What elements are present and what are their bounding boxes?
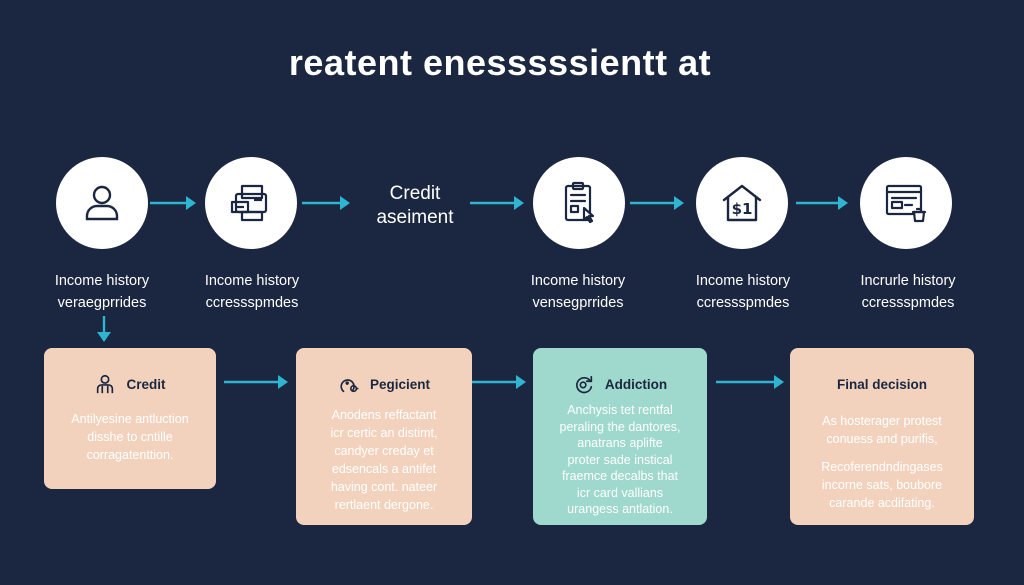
card-addiction-line-3: anatrans aplifte: [577, 436, 663, 450]
card-pegicient-line-5: having cont. nateer: [330, 480, 438, 494]
cycle-icon: [575, 375, 593, 394]
caption-step-2: Income history ccressspmdes: [172, 270, 332, 314]
card-addiction-line-1: Anchysis tet rentfal: [567, 403, 673, 417]
card-pegicient-line-6: rertlaent dergone.: [334, 498, 434, 512]
card-final-decision: Final decision As hosterager protest con…: [790, 348, 974, 525]
card-addiction-line-4: proter sade instical: [567, 452, 673, 467]
card-pegicient: Pegicient Anodens reffactant icr certic …: [296, 348, 472, 525]
step-form-circle: [860, 157, 952, 249]
card-credit-line-2: disshe to cntille: [87, 430, 173, 444]
card-final-decision-title: Final decision: [836, 376, 928, 392]
card-credit-body: Antilyesine antluction disshe to cntille…: [62, 410, 198, 464]
credit-assessment-line-2: aseiment: [376, 207, 454, 228]
credit-assessment-node: Credit aseiment: [355, 182, 475, 230]
card-credit: Credit Antilyesine antluction disshe to …: [44, 348, 216, 489]
page-title: reatent enesssssientt at: [288, 42, 712, 83]
caption-step-6-line-1: Incrurle history: [860, 273, 956, 289]
caption-step-1-line-1: Income history: [54, 273, 150, 289]
card-final-decision-line-4: Recoferendndingases: [821, 460, 943, 474]
clipboard-cursor-icon: [564, 181, 595, 224]
arrow-4-5: [630, 196, 684, 210]
caption-step-1: Income history veraegprrides: [22, 270, 182, 314]
card-pegicient-body: Anodens reffactant icr certic an distimt…: [314, 406, 454, 514]
arrow-1-2: [150, 196, 196, 210]
caption-step-6: Incrurle history ccressspmdes: [828, 270, 988, 314]
card-addiction-line-2: peraling the dantores,: [559, 419, 681, 434]
arrow-card-3-4: [716, 375, 784, 389]
card-final-decision-body: As hosterager protest conuess and purifi…: [808, 412, 956, 512]
caption-step-4-line-1: Income history: [530, 273, 626, 289]
card-addiction-header: Addiction: [551, 372, 689, 396]
arrow-3-4: [470, 196, 524, 210]
card-pegicient-line-2: icr certic an distimt,: [330, 426, 438, 440]
caption-step-2-line-1: Income history: [204, 273, 300, 289]
card-credit-line-1: Antilyesine antluction: [71, 412, 189, 426]
card-final-decision-line-2: conuess and purifis,: [826, 432, 938, 446]
card-addiction-body: Anchysis tet rentfal peraling the dantor…: [551, 402, 689, 518]
card-credit-title: Credit: [126, 376, 166, 392]
card-addiction-title: Addiction: [604, 376, 668, 392]
card-addiction: Addiction Anchysis tet rentfal peraling …: [533, 348, 707, 525]
card-addiction-line-5: fraemce decalbs that: [561, 469, 679, 483]
house-dollar-icon: $1: [722, 184, 762, 222]
svg-text:$1: $1: [732, 200, 753, 218]
card-final-decision-line-5: incorne sats, boubore: [821, 478, 943, 492]
caption-step-4: Income history vensegprrides: [498, 270, 658, 314]
credit-assessment-line-1: Credit: [389, 183, 441, 204]
card-credit-header: Credit: [62, 372, 198, 396]
card-pegicient-line-4: edsencals a antifet: [331, 462, 437, 476]
caption-step-6-line-2: ccressspmdes: [861, 295, 955, 311]
card-addiction-line-6: icr card vallians: [576, 485, 664, 500]
step-user-circle: [56, 157, 148, 249]
caption-step-5: Income history ccressspmdes: [663, 270, 823, 314]
step-house-circle: $1: [696, 157, 788, 249]
card-final-decision-line-3: [808, 448, 956, 458]
card-pegicient-line-1: Anodens reffactant: [331, 408, 437, 422]
caption-step-5-line-1: Income history: [695, 273, 791, 289]
card-final-decision-line-1: As hosterager protest: [822, 414, 942, 428]
documents-icon: [230, 184, 268, 222]
card-credit-line-3: corragatenttion.: [86, 448, 174, 462]
form-trash-icon: [885, 184, 927, 223]
card-pegicient-header: Pegicient: [314, 372, 454, 396]
card-pegicient-title: Pegicient: [369, 376, 431, 392]
arrow-card-1-2: [224, 375, 288, 389]
arrow-down-to-card-1: [97, 316, 111, 342]
caption-step-4-line-2: vensegprrides: [532, 295, 624, 311]
arrow-5-6: [796, 196, 848, 210]
face-gear-icon: [340, 379, 359, 393]
arrow-2-3: [302, 196, 350, 210]
user-icon: [85, 185, 119, 221]
card-addiction-line-7: urangess antlation.: [567, 502, 673, 516]
caption-step-1-line-2: veraegprrides: [57, 295, 147, 311]
step-clipboard-circle: [533, 157, 625, 249]
caption-step-2-line-2: ccressspmdes: [205, 295, 299, 311]
card-pegicient-line-3: candyer creday et: [334, 444, 434, 458]
step-documents-circle: [205, 157, 297, 249]
person-icon: [97, 374, 114, 394]
caption-step-5-line-2: ccressspmdes: [696, 295, 790, 311]
card-final-decision-line-6: carande acdifating.: [829, 496, 935, 510]
card-final-decision-header: Final decision: [808, 372, 956, 396]
arrow-card-2-3: [472, 375, 526, 389]
